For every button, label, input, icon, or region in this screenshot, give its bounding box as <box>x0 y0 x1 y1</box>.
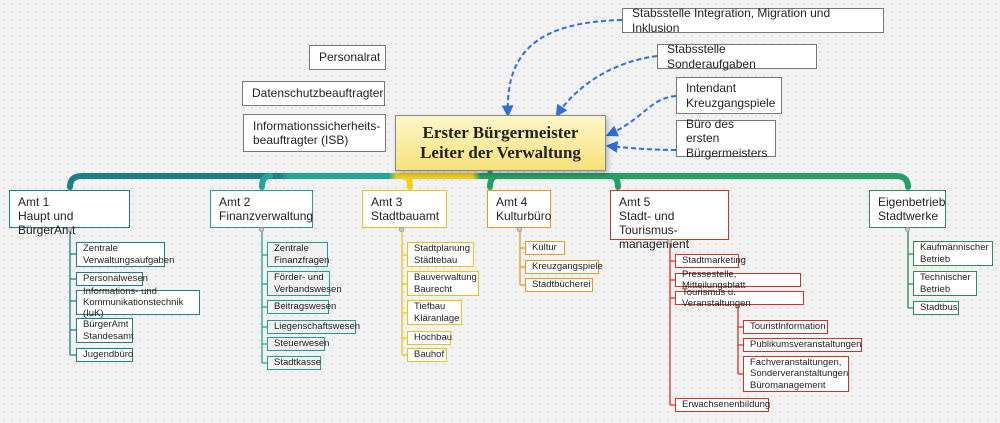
list-item[interactable]: Bauverwaltung Baurecht <box>407 271 479 296</box>
expand-dot[interactable] <box>259 227 264 232</box>
department-stadtwerke[interactable]: Eigenbetrieb Stadtwerke <box>869 190 946 228</box>
list-item[interactable]: BürgerAmt Standesamt <box>76 318 134 343</box>
staff-isb[interactable]: Informationssicherheits- beauftragter (I… <box>243 114 386 152</box>
staff-datenschutz[interactable]: Datenschutzbeauftragter <box>242 81 385 106</box>
department-amt-4[interactable]: Amt 4 Kulturbüro <box>487 190 551 228</box>
list-item[interactable]: Technischer Betrieb <box>913 271 977 296</box>
list-item[interactable]: Zentrale Finanzfragen <box>267 242 329 267</box>
list-item[interactable]: Kaufmännischer Betrieb <box>913 241 993 266</box>
staff-sonderaufgaben[interactable]: Stabsstelle Sonderaufgaben <box>657 42 817 71</box>
expand-dot[interactable] <box>905 227 910 232</box>
staff-personalrat[interactable]: Personalrat <box>309 45 386 70</box>
expand-dot[interactable] <box>517 227 522 232</box>
sub-item[interactable]: TouristInformation <box>743 320 828 334</box>
list-item[interactable]: Kreuzgangspiele <box>525 260 603 274</box>
list-item[interactable]: Personalwesen <box>76 272 148 286</box>
list-item[interactable]: Steuerwesen <box>267 337 329 351</box>
department-amt-1[interactable]: Amt 1 Haupt und BürgerAmt <box>9 190 130 237</box>
list-item[interactable]: Erwachsenenbildung <box>675 398 770 412</box>
list-item[interactable]: Kultur <box>525 241 565 255</box>
sub-item[interactable]: Publikumsveranstaltungen <box>743 338 862 352</box>
list-item[interactable]: Stadtmarketing <box>675 254 746 268</box>
list-item[interactable]: Tiefbau Kläranlage <box>407 300 462 325</box>
list-item[interactable]: Tourismus u. Veranstaltungen <box>675 287 804 309</box>
list-item[interactable]: Stadtkasse <box>267 356 321 370</box>
staff-integration[interactable]: Stabsstelle Integration, Migration und I… <box>622 6 884 35</box>
list-item[interactable]: Bauhof <box>407 348 447 362</box>
department-amt-3[interactable]: Amt 3 Stadtbauamt <box>362 190 447 228</box>
list-item[interactable]: Stadtbücherei <box>525 278 593 292</box>
sub-item[interactable]: Fachveranstaltungen, Sonderveranstaltung… <box>743 356 849 392</box>
list-item[interactable]: Zentrale Verwaltungsaufgaben <box>76 242 174 267</box>
expand-dot[interactable] <box>67 227 72 232</box>
department-amt-5[interactable]: Amt 5 Stadt- und Tourismus- management <box>610 190 729 251</box>
list-item[interactable]: Stadtbus <box>913 301 959 315</box>
department-amt-2[interactable]: Amt 2 Finanzverwaltung <box>210 190 313 228</box>
root-buergermeister[interactable]: Erster Bürgermeister Leiter der Verwaltu… <box>395 115 606 171</box>
staff-buero[interactable]: Büro des ersten Bürgermeisters <box>676 117 776 160</box>
list-item[interactable]: Stadtplanung Städtebau <box>407 242 474 267</box>
expand-dot[interactable] <box>399 227 404 232</box>
list-item[interactable]: Informations- und Kommunikationstechnik … <box>76 286 200 319</box>
list-item[interactable]: Förder- und Verbandswesen <box>267 271 342 296</box>
expand-dot[interactable] <box>667 239 672 244</box>
list-item[interactable]: Beitragswesen <box>267 300 336 314</box>
list-item[interactable]: Jugendbüro <box>76 348 133 362</box>
list-item[interactable]: Hochbau <box>407 331 452 345</box>
staff-intendant[interactable]: Intendant Kreuzgangspiele <box>676 77 782 114</box>
list-item[interactable]: Pressestelle, Mitteilungsblatt <box>675 269 801 291</box>
list-item[interactable]: Liegenschaftswesen <box>267 320 360 334</box>
